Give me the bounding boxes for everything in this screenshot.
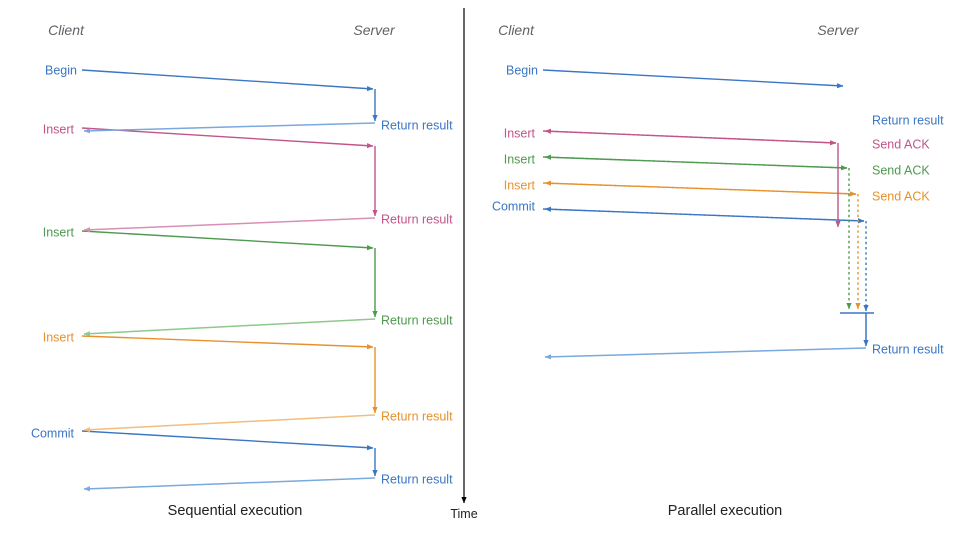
client-message-label-2: Insert [43, 225, 75, 239]
request-arrow-0 [81, 69, 374, 92]
server-message-label-3: Send ACK [872, 189, 930, 203]
request-arrow-3 [81, 335, 374, 350]
client-message-label-3: Insert [43, 330, 75, 344]
ack-arrow-0 [544, 128, 837, 144]
panel-caption: Parallel execution [668, 503, 782, 519]
request-arrow-2 [542, 156, 848, 171]
lifeline-header-client: Client [48, 22, 85, 38]
response-arrow-2 [83, 318, 376, 337]
server-message-label-0: Return result [381, 118, 453, 132]
request-arrow-3 [542, 182, 857, 197]
server-message-label-1: Send ACK [872, 137, 930, 151]
client-message-label-3: Insert [504, 178, 536, 192]
server-message-label-2: Send ACK [872, 163, 930, 177]
ack-arrow-2 [544, 180, 857, 195]
server-message-label-1: Return result [381, 212, 453, 226]
server-message-label-3: Return result [381, 409, 453, 423]
server-message-label-2: Return result [381, 313, 453, 327]
final-response-arrow [544, 347, 867, 360]
client-message-label-2: Insert [504, 152, 536, 166]
response-arrow-0 [83, 122, 376, 134]
lifeline-header-client: Client [498, 22, 535, 38]
lifeline-header-server: Server [353, 22, 396, 38]
response-arrow-4 [83, 477, 376, 492]
time-axis-label: Time [450, 507, 477, 521]
server-message-label-4: Return result [381, 472, 453, 486]
client-message-label-0: Begin [45, 63, 77, 77]
client-message-label-1: Insert [43, 122, 75, 136]
lifeline-header-server: Server [817, 22, 860, 38]
response-arrow-1 [83, 217, 376, 233]
request-arrow-0 [542, 69, 844, 89]
client-message-label-0: Begin [506, 63, 538, 77]
request-arrow-2 [81, 230, 374, 251]
server-message-label-4: Return result [872, 342, 944, 356]
client-message-label-1: Insert [504, 126, 536, 140]
panel-caption: Sequential execution [168, 503, 303, 519]
client-message-label-4: Commit [31, 426, 75, 440]
server-message-label-0: Return result [872, 113, 944, 127]
request-arrow-1 [81, 127, 374, 149]
client-message-label-4: Commit [492, 199, 536, 213]
response-arrow-3 [83, 414, 376, 433]
ack-arrow-3 [544, 206, 865, 222]
request-arrow-4 [81, 430, 374, 451]
